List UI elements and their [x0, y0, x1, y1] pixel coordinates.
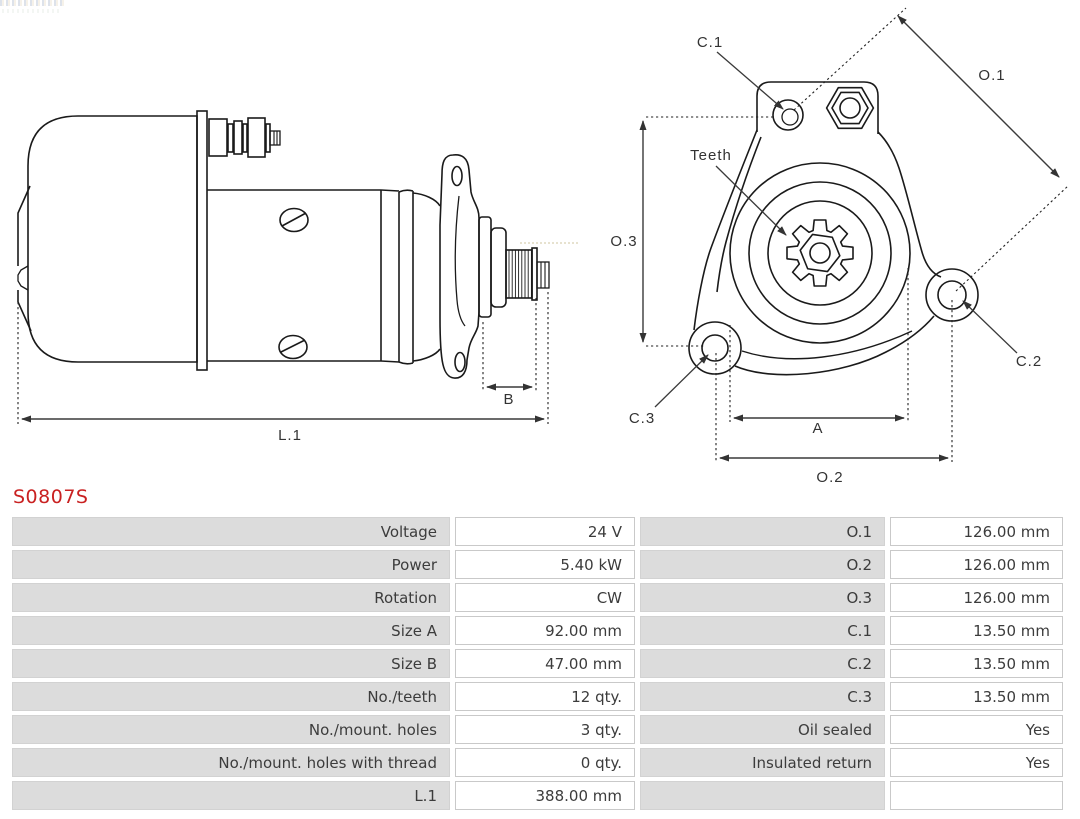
spec-label: C.1	[640, 616, 885, 645]
spec-value: 13.50 mm	[890, 616, 1063, 645]
dim-label-c2: C.2	[1016, 353, 1042, 370]
dim-label-o3: O.3	[610, 233, 637, 250]
spec-label: C.2	[640, 649, 885, 678]
spec-label: O.2	[640, 550, 885, 579]
spec-value: 126.00 mm	[890, 583, 1063, 612]
spec-value: 126.00 mm	[890, 517, 1063, 546]
spec-label: Voltage	[12, 517, 450, 546]
spec-value: 5.40 kW	[455, 550, 635, 579]
part-number: S0807S	[13, 486, 89, 508]
dim-label-c3: C.3	[629, 410, 655, 427]
spec-value: 47.00 mm	[455, 649, 635, 678]
spec-label	[640, 781, 885, 810]
spec-value: Yes	[890, 715, 1063, 744]
spec-label: O.3	[640, 583, 885, 612]
watermark-remnant	[0, 0, 64, 6]
spec-value: 92.00 mm	[455, 616, 635, 645]
spec-label: No./teeth	[12, 682, 450, 711]
spec-value: CW	[455, 583, 635, 612]
spec-label: Power	[12, 550, 450, 579]
spec-label: Size A	[12, 616, 450, 645]
spec-label: No./mount. holes	[12, 715, 450, 744]
spec-value: 3 qty.	[455, 715, 635, 744]
spec-value: 0 qty.	[455, 748, 635, 777]
spec-label: C.3	[640, 682, 885, 711]
spec-label: Size B	[12, 649, 450, 678]
dim-label-o2: O.2	[816, 469, 843, 486]
side-view-dimensions	[17, 292, 549, 424]
spec-label: Rotation	[12, 583, 450, 612]
spec-label: Insulated return	[640, 748, 885, 777]
spec-label: O.1	[640, 517, 885, 546]
spec-label: Oil sealed	[640, 715, 885, 744]
spec-value	[890, 781, 1063, 810]
dim-label-o1: O.1	[978, 67, 1005, 84]
spec-value: 388.00 mm	[455, 781, 635, 810]
dim-label-b: B	[503, 391, 514, 408]
spec-label: No./mount. holes with thread	[12, 748, 450, 777]
side-view	[17, 110, 550, 379]
spec-label: L.1	[12, 781, 450, 810]
front-view	[688, 81, 979, 376]
dim-label-c1: C.1	[697, 34, 723, 51]
dim-label-a: A	[812, 420, 823, 437]
spec-value: 12 qty.	[455, 682, 635, 711]
dim-label-l1: L.1	[278, 427, 302, 444]
spec-value: 13.50 mm	[890, 682, 1063, 711]
spec-value: 24 V	[455, 517, 635, 546]
technical-drawing: B L.1	[17, 7, 1069, 486]
spec-value: 126.00 mm	[890, 550, 1063, 579]
front-view-dimensions	[639, 7, 1069, 462]
spec-value: Yes	[890, 748, 1063, 777]
spec-table: Voltage 24 V O.1 126.00 mm Power 5.40 kW…	[12, 517, 1063, 810]
watermark-remnant-2	[2, 9, 60, 13]
spec-value: 13.50 mm	[890, 649, 1063, 678]
dim-label-teeth: Teeth	[690, 147, 732, 164]
